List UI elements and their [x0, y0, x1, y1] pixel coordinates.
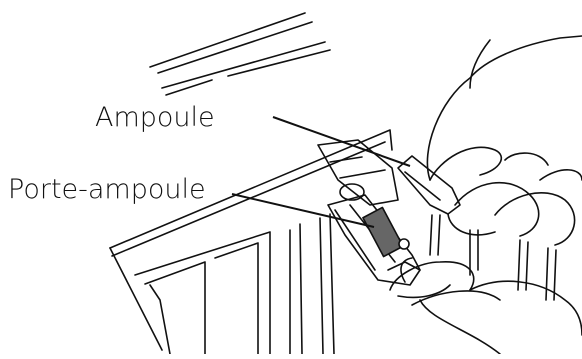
- shelf-wires: [430, 215, 556, 300]
- lamp-housing: [318, 140, 398, 205]
- porte-ampoule-label: Porte-ampoule: [8, 176, 206, 203]
- ampoule-leader-line: [273, 117, 410, 166]
- upper-hand: [427, 36, 582, 245]
- appliance-lid-lines: [150, 13, 330, 95]
- ampoule-label: Ampoule: [95, 104, 215, 131]
